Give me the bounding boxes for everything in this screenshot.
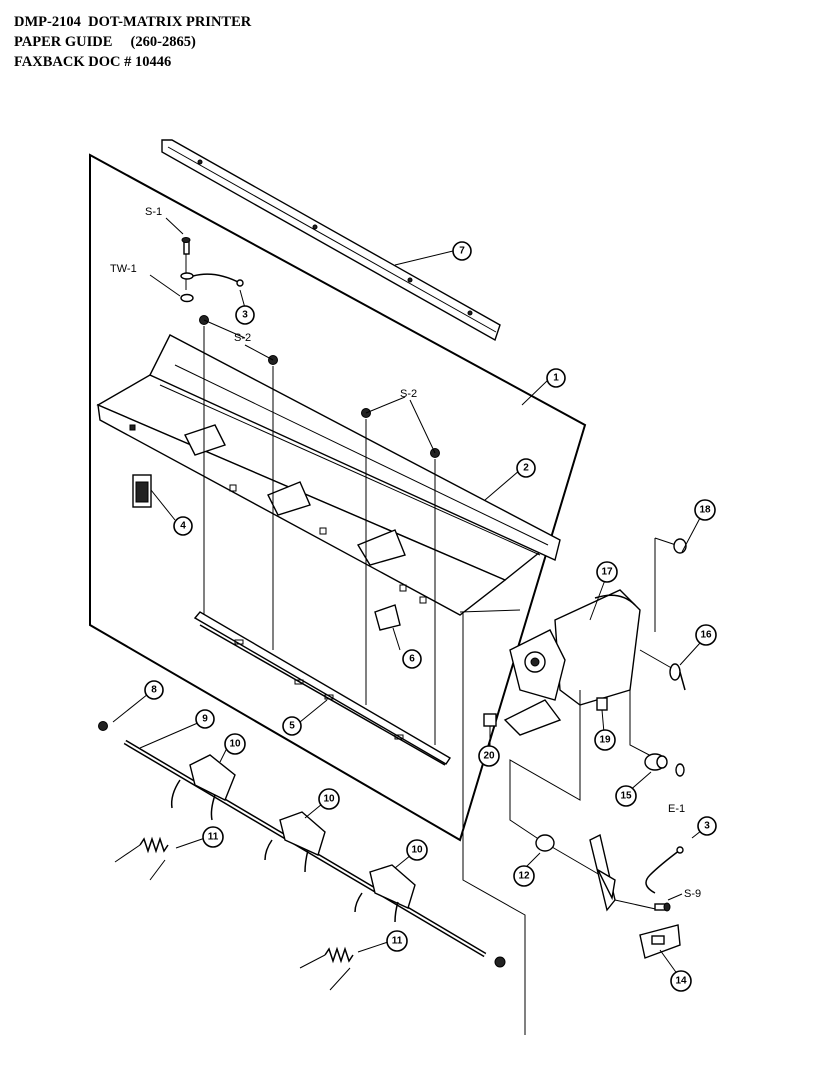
spring-1 — [114, 836, 169, 881]
part-12-bushing — [535, 834, 555, 852]
part-19-clip — [596, 697, 608, 711]
svg-text:10: 10 — [411, 845, 423, 856]
callout-20: 20 — [478, 745, 500, 767]
part-20-block — [483, 713, 497, 727]
header-title: DMP-2104 DOT-MATRIX PRINTER — [14, 14, 252, 30]
callout-15: 15 — [615, 785, 637, 807]
part-3-wire-right — [645, 846, 684, 894]
callout-5: 5 — [282, 716, 302, 736]
header-doc-number: FAXBACK DOC # 10446 — [14, 54, 172, 70]
svg-text:6: 6 — [409, 654, 415, 665]
callout-3-right: 3 — [697, 816, 717, 836]
callout-14: 14 — [670, 970, 692, 992]
svg-text:20: 20 — [483, 751, 495, 762]
svg-text:11: 11 — [392, 936, 403, 947]
roller-1 — [170, 754, 236, 821]
svg-text:17: 17 — [601, 567, 613, 578]
document-header: DMP-2104 DOT-MATRIX PRINTER PAPER GUIDE … — [14, 12, 251, 72]
callout-4: 4 — [173, 516, 193, 536]
paper-guide-assembly — [96, 334, 561, 616]
callout-10-c: 10 — [406, 839, 428, 861]
side-frame — [503, 589, 641, 736]
part-18-clip — [673, 538, 687, 554]
label-s9: S-9 — [684, 888, 701, 900]
svg-text:8: 8 — [151, 685, 157, 696]
lever-part — [589, 833, 661, 912]
callout-11-b: 11 — [386, 930, 408, 952]
part-16-gear — [669, 663, 686, 691]
callout-17: 17 — [596, 561, 618, 583]
callout-18: 18 — [694, 499, 716, 521]
callout-6: 6 — [402, 649, 422, 669]
top-rail — [161, 139, 501, 342]
roller-2 — [264, 811, 326, 873]
svg-text:11: 11 — [208, 832, 219, 843]
leader-lines — [112, 250, 707, 976]
callout-9: 9 — [195, 709, 215, 729]
svg-text:3: 3 — [242, 310, 248, 321]
ground-wire-assembly — [149, 217, 244, 303]
bottom-guide-strip — [193, 611, 451, 766]
label-s2-left: S-2 — [234, 332, 251, 344]
callout-10-a: 10 — [224, 733, 246, 755]
callout-1: 1 — [546, 368, 566, 388]
callout-19: 19 — [594, 729, 616, 751]
callout-16: 16 — [695, 624, 717, 646]
label-tw1: TW-1 — [110, 263, 137, 275]
svg-text:5: 5 — [289, 721, 295, 732]
small-bracket — [374, 604, 401, 651]
callout-7: 7 — [452, 241, 472, 261]
svg-text:9: 9 — [202, 714, 208, 725]
e1-ring — [675, 763, 685, 777]
roller-3 — [354, 864, 416, 923]
svg-text:2: 2 — [523, 463, 529, 474]
spring-2 — [299, 946, 354, 991]
svg-text:12: 12 — [518, 871, 530, 882]
svg-text:1: 1 — [553, 373, 559, 384]
s9-screw — [654, 902, 671, 912]
svg-text:18: 18 — [699, 505, 711, 516]
connector-part — [132, 474, 176, 521]
callout-8: 8 — [144, 680, 164, 700]
callout-10-b: 10 — [318, 788, 340, 810]
part-15-bushing — [644, 753, 668, 771]
label-s2-right: S-2 — [400, 388, 417, 400]
svg-text:16: 16 — [700, 630, 712, 641]
svg-text:10: 10 — [229, 739, 241, 750]
svg-text:19: 19 — [599, 735, 611, 746]
header-subtitle: PAPER GUIDE (260-2865) — [14, 34, 196, 50]
svg-text:10: 10 — [323, 794, 335, 805]
callout-12: 12 — [513, 865, 535, 887]
label-s1: S-1 — [145, 206, 162, 218]
callout-2: 2 — [516, 458, 536, 478]
screws-s2 — [199, 315, 440, 745]
part-14-knob — [639, 924, 681, 959]
svg-text:7: 7 — [459, 246, 465, 257]
label-e1: E-1 — [668, 803, 685, 815]
svg-text:3: 3 — [704, 821, 710, 832]
svg-text:14: 14 — [675, 976, 687, 987]
callout-11-a: 11 — [202, 826, 224, 848]
svg-text:15: 15 — [620, 791, 632, 802]
svg-text:4: 4 — [180, 521, 186, 532]
callout-3-left: 3 — [235, 305, 255, 325]
